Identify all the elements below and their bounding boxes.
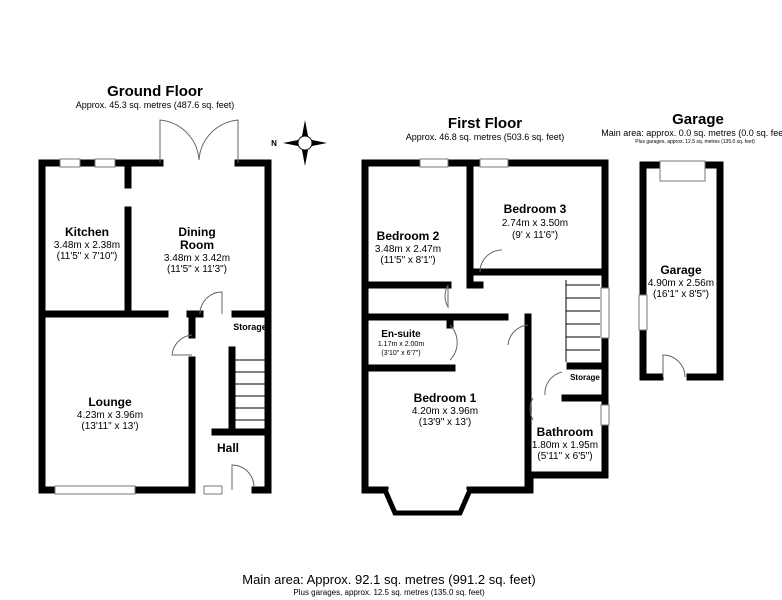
bedroom2-metric: 3.48m x 2.47m: [375, 244, 441, 255]
garage-title: Garage: [672, 111, 724, 128]
kitchen-metric: 3.48m x 2.38m: [54, 240, 120, 251]
lounge-label: Lounge: [88, 395, 132, 409]
kitchen-imperial: (11'5" x 7'10"): [57, 251, 118, 262]
bathroom-metric: 1.80m x 1.95m: [532, 440, 598, 451]
dining-label-1: Dining: [178, 225, 215, 239]
bedroom1-label: Bedroom 1: [414, 391, 477, 405]
dining-label-2: Room: [180, 238, 214, 252]
dining-metric: 3.48m x 3.42m: [164, 253, 230, 264]
footer-main-area: Main area: Approx. 92.1 sq. metres (991.…: [242, 572, 535, 587]
gf-storage-label: Storage: [233, 322, 267, 332]
garage-sub-area: Plus garages, approx. 12.5 sq. metres (1…: [635, 139, 755, 145]
bedroom2-imperial: (11'5" x 8'1"): [380, 255, 435, 266]
bedroom3-metric: 2.74m x 3.50m: [502, 218, 568, 229]
ff-storage-label: Storage: [570, 373, 600, 382]
garage-label: Garage: [660, 263, 702, 277]
lounge-imperial: (13'11" x 13'): [81, 421, 138, 432]
bathroom-label: Bathroom: [537, 425, 594, 439]
dining-imperial: (11'5" x 11'3"): [167, 264, 227, 275]
bathroom-imperial: (5'11" x 6'5"): [537, 451, 592, 462]
bedroom1-imperial: (13'9" x 13'): [419, 417, 471, 428]
first-floor-title: First Floor: [448, 115, 522, 132]
ground-floor-walls: [38, 119, 272, 495]
first-floor-walls: [361, 158, 610, 516]
garage-metric: 4.90m x 2.56m: [648, 278, 714, 289]
ground-floor-title: Ground Floor: [107, 83, 203, 100]
ground-floor-area: Approx. 45.3 sq. metres (487.6 sq. feet): [76, 100, 235, 110]
lounge-metric: 4.23m x 3.96m: [77, 410, 143, 421]
ensuite-imperial: (3'10" x 6'7"): [381, 350, 420, 357]
bedroom1-metric: 4.20m x 3.96m: [412, 406, 478, 417]
ensuite-label: En-suite: [381, 329, 421, 340]
ensuite-metric: 1.17m x 2.00m: [378, 341, 424, 348]
footer-garage-area: Plus garages, approx. 12.5 sq. metres (1…: [293, 588, 485, 597]
svg-text:N: N: [271, 139, 277, 148]
hall-label: Hall: [217, 441, 239, 455]
kitchen-label: Kitchen: [65, 225, 109, 239]
bedroom3-label: Bedroom 3: [504, 202, 567, 216]
garage-imperial: (16'1" x 8'5"): [653, 289, 709, 300]
first-floor-area: Approx. 46.8 sq. metres (503.6 sq. feet): [406, 132, 565, 142]
bedroom3-imperial: (9' x 11'6"): [512, 230, 558, 241]
compass-icon: N: [271, 120, 327, 166]
garage-area: Main area: approx. 0.0 sq. metres (0.0 s…: [601, 128, 782, 138]
bedroom2-label: Bedroom 2: [377, 229, 440, 243]
garage-walls: [638, 160, 724, 381]
